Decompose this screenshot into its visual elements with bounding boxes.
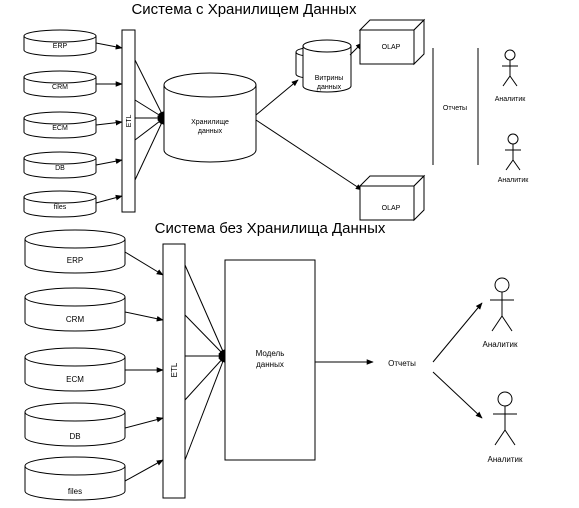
top-source-arrows — [95, 42, 123, 204]
top-etl-label: ETL — [126, 114, 133, 127]
top-source-files: files — [23, 190, 97, 218]
top-arrow-to-marts — [255, 79, 299, 116]
bottom-title: Система без Хранилища Данных — [155, 220, 386, 237]
bottom-source-crm-label: CRM — [66, 315, 85, 324]
top-diagram: Система с Хранилищем Данных ERP CRM ECM … — [23, 1, 530, 222]
bottom-model-label-1: Модель — [256, 349, 285, 358]
bottom-arrow-to-analyst-2 — [432, 371, 483, 419]
top-title: Система с Хранилищем Данных — [131, 1, 357, 18]
top-olap-top-label: OLAP — [382, 44, 401, 51]
top-etl-bar — [121, 29, 136, 213]
bottom-analyst-2: Аналитик — [488, 391, 523, 464]
top-warehouse-label-2: данных — [198, 128, 223, 135]
bottom-analyst-2-person-icon — [493, 391, 517, 446]
top-etl-arrows — [134, 59, 165, 181]
bottom-arrow-to-analyst-1 — [432, 302, 483, 363]
top-source-erp: ERP — [23, 29, 97, 57]
top-analyst-1-person-icon — [502, 49, 518, 87]
top-marts-label-1: Витрины — [315, 75, 344, 82]
top-source-crm: CRM — [23, 70, 97, 98]
top-analyst-1-label: Аналитик — [495, 96, 527, 103]
top-data-marts: Витрины данных — [295, 39, 352, 93]
top-olap-cube-bottom: OLAP — [358, 174, 426, 222]
bottom-source-ecm: ECM — [24, 347, 126, 392]
bottom-source-crm: CRM — [24, 287, 126, 332]
top-source-files-label: files — [54, 204, 67, 211]
bottom-reports-label: Отчеты — [388, 359, 416, 368]
bottom-analyst-1-label: Аналитик — [483, 340, 518, 349]
bottom-etl-bar — [162, 243, 186, 499]
top-olap-cube-top: OLAP — [358, 18, 426, 66]
top-analyst-2-label: Аналитик — [498, 177, 530, 184]
top-source-ecm: ECM — [23, 111, 97, 139]
bottom-source-erp-label: ERP — [67, 256, 83, 265]
bottom-diagram: Система без Хранилища Данных ERP CRM ECM… — [24, 220, 523, 501]
bottom-etl-label: ETL — [170, 362, 179, 377]
top-marts-label-2: данных — [317, 84, 342, 91]
bottom-source-db-label: DB — [69, 432, 80, 441]
top-analyst-2: Аналитик — [498, 133, 530, 184]
top-olap-bottom-label: OLAP — [382, 205, 401, 212]
top-reports-label: Отчеты — [443, 105, 467, 112]
bottom-analyst-1-person-icon — [490, 277, 514, 332]
bottom-source-arrows — [124, 251, 164, 482]
top-analyst-1: Аналитик — [495, 49, 527, 103]
bottom-source-files-label: files — [68, 487, 82, 496]
bottom-etl-arrows — [184, 264, 226, 461]
top-warehouse-label-1: Хранилище — [191, 119, 229, 126]
top-source-erp-label: ERP — [53, 43, 68, 50]
top-warehouse: Хранилище данных — [163, 72, 257, 163]
top-source-crm-label: CRM — [52, 84, 68, 91]
bottom-analyst-2-label: Аналитик — [488, 455, 523, 464]
bottom-data-model-box — [224, 259, 316, 461]
bottom-source-db: DB — [24, 402, 126, 447]
top-source-ecm-label: ECM — [52, 125, 68, 132]
bottom-analyst-1: Аналитик — [483, 277, 518, 349]
top-source-db: DB — [23, 151, 97, 179]
bottom-source-files: files — [24, 456, 126, 501]
top-analyst-2-person-icon — [505, 133, 521, 171]
top-source-db-label: DB — [55, 165, 65, 172]
bottom-model-label-2: данных — [256, 360, 284, 369]
top-arrow-to-olap-bottom — [255, 119, 363, 191]
bottom-source-erp: ERP — [24, 229, 126, 274]
bottom-source-ecm-label: ECM — [66, 375, 84, 384]
